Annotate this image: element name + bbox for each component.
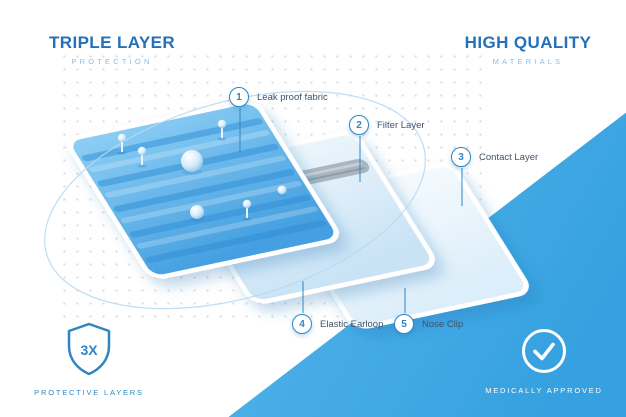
protective-layers-badge: 3X PROTECTIVE LAYERS: [29, 322, 149, 397]
medically-approved-badge: MEDICALLY APPROVED: [484, 328, 604, 395]
mask-pleats: [81, 118, 327, 263]
pin-droplet: [137, 146, 147, 168]
page-subtitle-right: MATERIALS: [492, 57, 564, 66]
pin-droplet: [242, 199, 252, 221]
callout-number-badge: 5: [394, 314, 414, 334]
callout-label: Leak proof fabric: [257, 91, 328, 103]
page-subtitle-left: PROTECTION: [71, 57, 153, 66]
callout-number-badge: 4: [292, 314, 312, 334]
callout-number-badge: 3: [451, 147, 471, 167]
heading-left: TRIPLE LAYER PROTECTION: [34, 33, 190, 66]
shield-icon: 3X: [67, 322, 111, 376]
heading-right: HIGH QUALITY MATERIALS: [450, 33, 606, 66]
medically-approved-label: MEDICALLY APPROVED: [485, 386, 603, 395]
pin-droplet: [217, 119, 227, 141]
page-title-left: TRIPLE LAYER: [48, 33, 176, 52]
callout-elastic-earloop: 4 Elastic Earloop: [292, 314, 383, 334]
shield-value: 3X: [80, 342, 98, 358]
check-circle-icon: [522, 329, 566, 373]
callout-nose-clip: 5 Nose Clip: [394, 314, 463, 334]
page-title-right: HIGH QUALITY: [464, 33, 592, 52]
water-droplets: [117, 119, 287, 222]
pin-droplet: [117, 133, 127, 155]
callout-label: Contact Layer: [479, 151, 539, 163]
callout-number-badge: 1: [229, 87, 249, 107]
callout-leak-proof-fabric: 1 Leak proof fabric: [229, 87, 328, 107]
callout-lines: [239, 108, 463, 313]
mask-top-layer: [67, 100, 339, 279]
protective-layers-label: PROTECTIVE LAYERS: [34, 388, 144, 397]
callout-filter-layer: 2 Filter Layer: [349, 115, 425, 135]
callout-contact-layer: 3 Contact Layer: [451, 147, 538, 167]
callout-number-badge: 2: [349, 115, 369, 135]
orbit-ellipse: [44, 90, 426, 310]
callout-label: Nose Clip: [422, 318, 464, 330]
callout-label: Filter Layer: [377, 119, 425, 131]
callout-label: Elastic Earloop: [320, 318, 384, 330]
